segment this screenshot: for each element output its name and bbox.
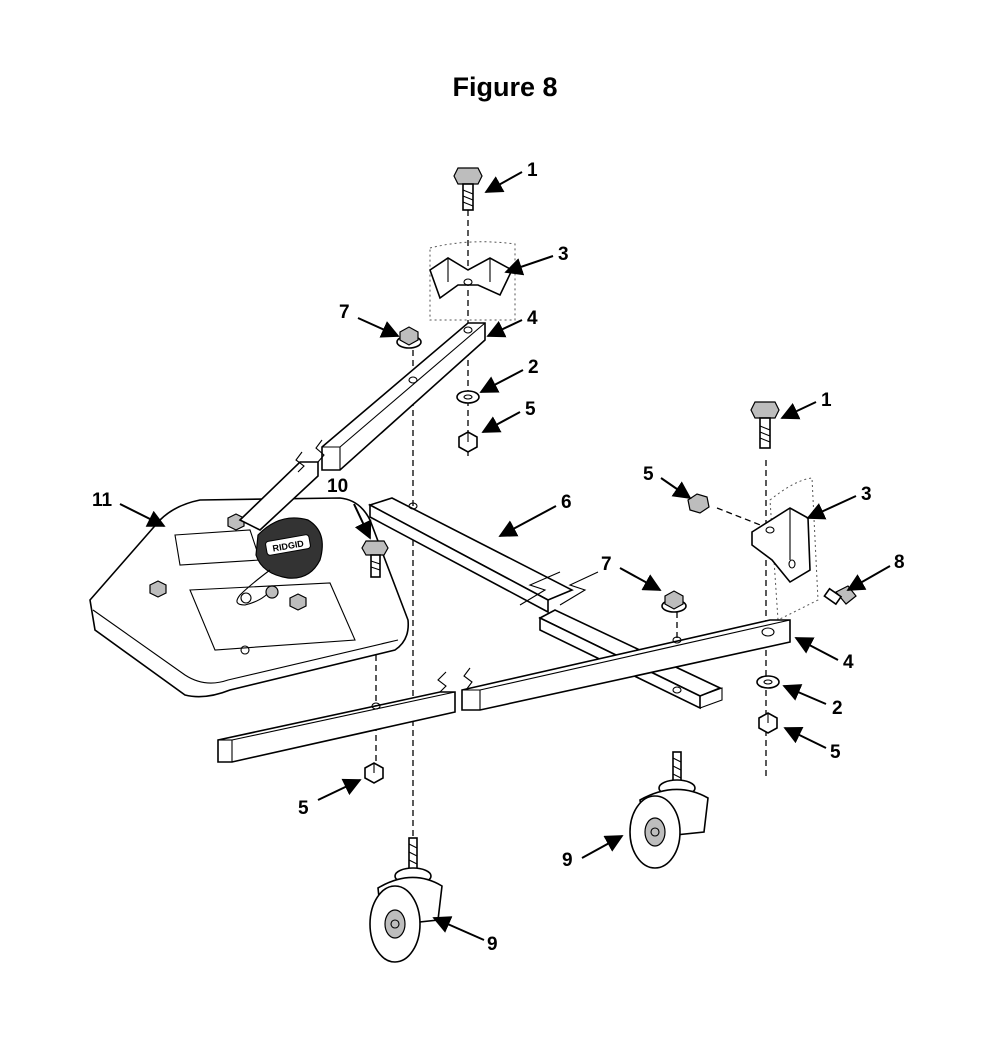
foot-pedal-switch: RIDGID — [236, 517, 323, 606]
callout-6: 6 — [561, 492, 572, 513]
pedal-base-plate — [89, 497, 410, 698]
callout-5-right: 5 — [830, 742, 841, 763]
callout-7-left: 7 — [339, 302, 350, 323]
bracket-right — [751, 507, 811, 584]
bolt-10 — [361, 540, 389, 578]
callout-10: 10 — [327, 476, 348, 497]
flange-nut-mid — [661, 590, 687, 613]
hex-nut-angled — [687, 493, 710, 514]
pedal-nut-3 — [289, 593, 307, 611]
hex-nut-bottom — [364, 762, 384, 784]
hex-nut-top — [458, 431, 478, 453]
callout-9-right: 9 — [562, 850, 573, 871]
callout-3-top: 3 — [558, 244, 569, 265]
upper-tube-stub — [238, 451, 319, 531]
washer-right — [756, 675, 780, 689]
callout-5-top: 5 — [525, 399, 536, 420]
pedal-nut-2 — [149, 580, 167, 598]
bracket-top — [429, 257, 514, 300]
front-bar — [217, 671, 456, 763]
callout-5-bottom: 5 — [298, 798, 309, 819]
callout-3-right: 3 — [861, 484, 872, 505]
callout-11: 11 — [92, 490, 113, 511]
figure-title: Figure 8 — [452, 72, 558, 102]
callout-arrows — [119, 171, 891, 941]
upper-tube — [315, 322, 486, 471]
main-bar-right — [461, 619, 791, 711]
callout-9-bottom: 9 — [487, 934, 498, 955]
callout-4-right: 4 — [843, 652, 854, 673]
hex-nut-right — [758, 712, 778, 734]
caster-wheel-right — [629, 751, 709, 869]
caster-wheel-left — [369, 837, 443, 963]
pedal-nut-1 — [227, 513, 245, 531]
callout-labels: 1 3 7 4 2 5 1 5 3 11 10 6 7 8 4 2 5 5 9 … — [92, 160, 905, 955]
callout-4-top: 4 — [527, 308, 538, 329]
callout-8: 8 — [894, 552, 905, 573]
callout-2-top: 2 — [528, 357, 539, 378]
callout-5-mid: 5 — [643, 464, 654, 485]
ghost-frame-right — [769, 477, 819, 621]
callout-7-mid: 7 — [601, 554, 612, 575]
callout-2-right: 2 — [832, 698, 843, 719]
flange-nut-left — [396, 326, 422, 349]
bolt-right — [750, 401, 780, 449]
callout-1-top: 1 — [527, 160, 538, 181]
bolt-top — [453, 167, 483, 211]
callout-1-right: 1 — [821, 390, 832, 411]
washer-top — [456, 390, 480, 404]
